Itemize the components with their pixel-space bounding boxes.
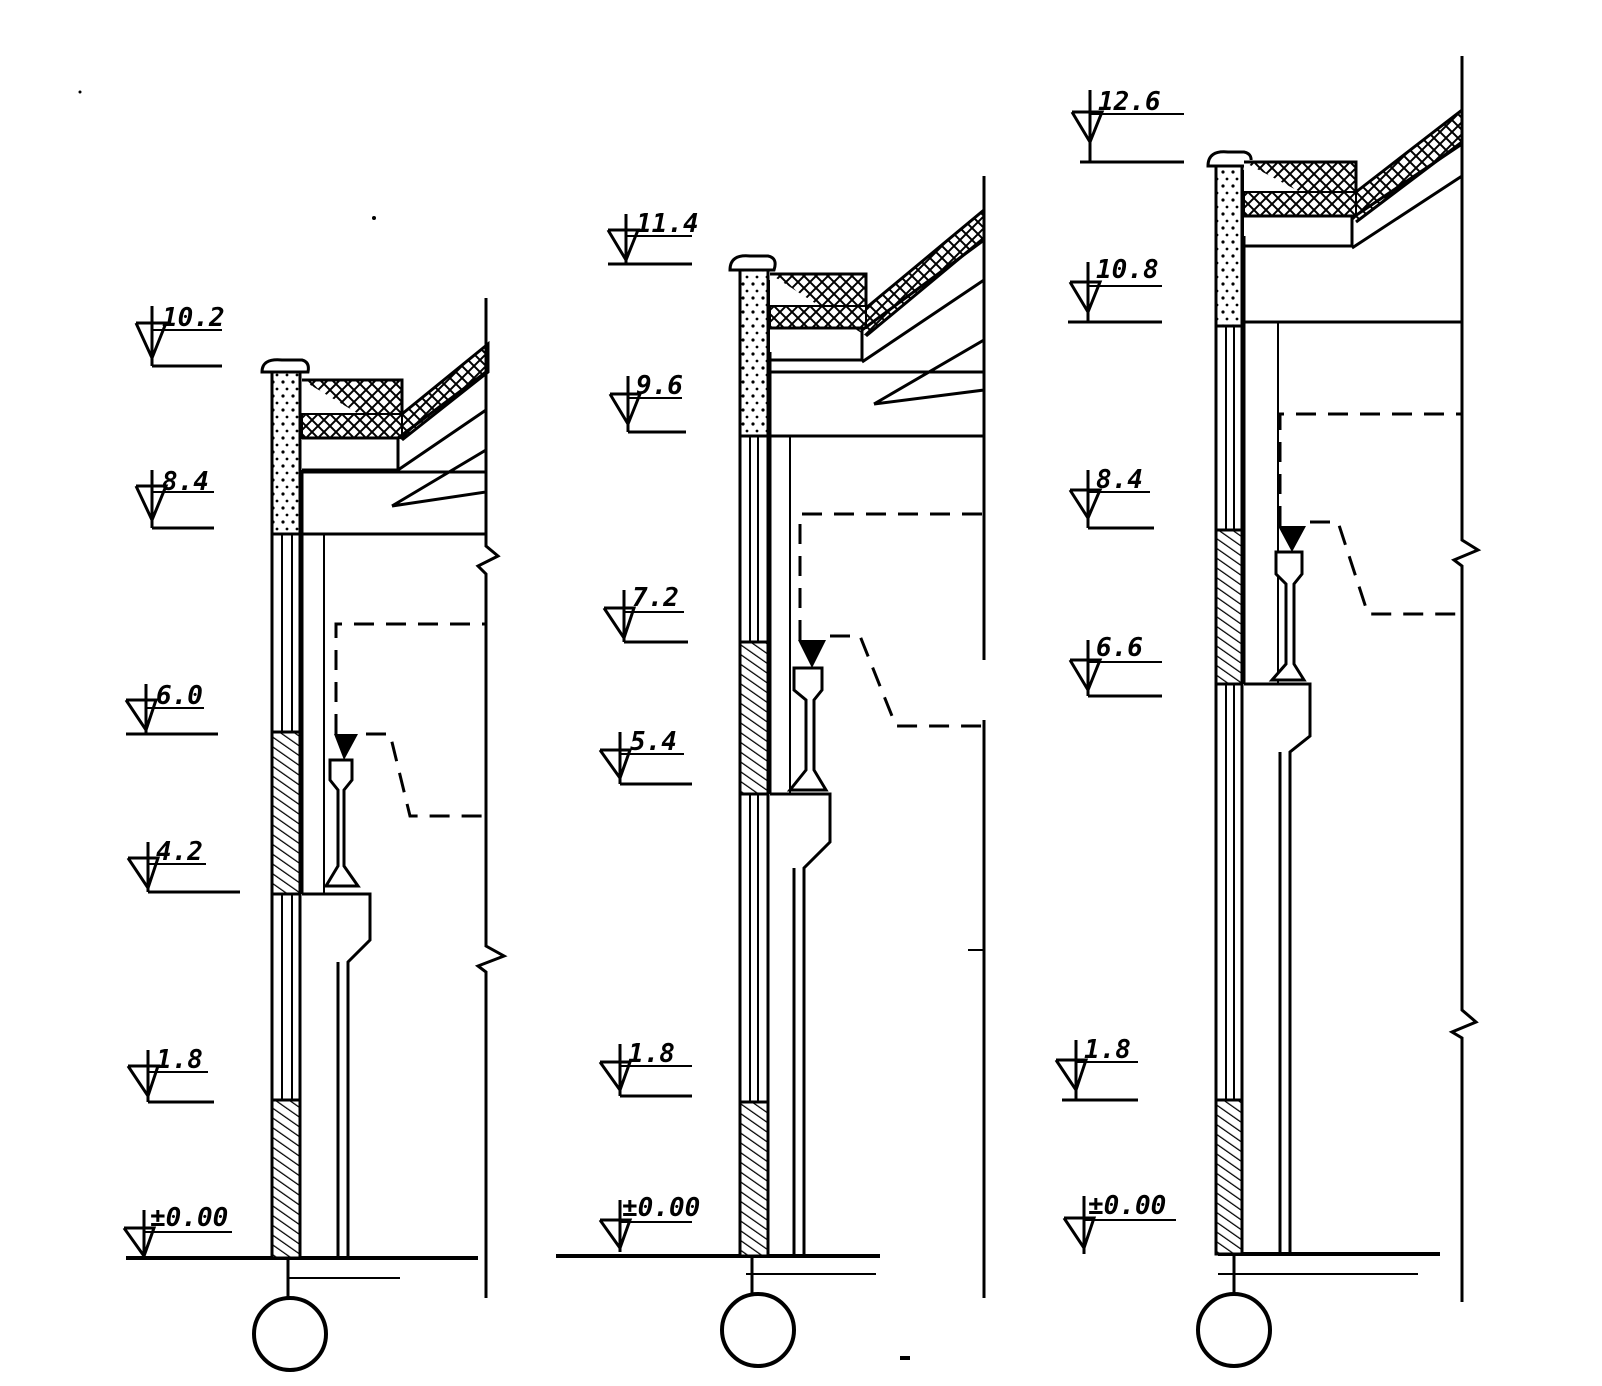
crane-beam — [1268, 550, 1307, 682]
elevation-marker-2: 10.8 — [1068, 255, 1162, 324]
wall-section-2: 11.4 9.6 7.2 5.4 1.8 — [556, 176, 986, 1368]
elevation-label: 4.2 — [156, 837, 203, 867]
elevation-marker-3: 7.2 — [602, 583, 688, 644]
elevation-label: 9.6 — [636, 371, 683, 401]
brick-parapet — [738, 268, 770, 438]
brick-parapet — [270, 370, 302, 536]
crane-outline-lower — [366, 732, 486, 818]
elevation-label: 5.4 — [630, 727, 677, 757]
parapet-coping — [728, 254, 777, 272]
crane-outline-lower — [1310, 520, 1462, 616]
lower-window — [270, 892, 302, 1102]
crane-beam — [323, 758, 361, 888]
crane-rail — [1278, 526, 1306, 552]
elevation-label: ±0.00 — [150, 1203, 228, 1233]
brick-wall-mid — [270, 730, 302, 896]
brick-wall-base — [738, 1100, 770, 1258]
axis-bubble — [1196, 1292, 1272, 1368]
upper-window — [270, 532, 302, 734]
axis-bubble — [252, 1296, 328, 1372]
elevation-marker-2: 8.4 — [134, 467, 214, 530]
elevation-label: 6.6 — [1096, 633, 1143, 663]
roof-insulation — [302, 340, 490, 442]
speck — [372, 216, 376, 220]
upper-window — [1214, 324, 1244, 532]
elevation-marker-1: 10.2 — [134, 303, 225, 368]
roof-truss — [770, 238, 986, 406]
brick-wall-mid — [1214, 528, 1244, 686]
elevation-marker-1: 12.6 — [1070, 87, 1184, 164]
crane-outline-lower — [830, 634, 984, 728]
crane-beam — [786, 666, 829, 792]
elevation-label: 12.6 — [1098, 87, 1161, 117]
elevation-label: 1.8 — [156, 1045, 203, 1075]
speck — [78, 90, 82, 94]
elevation-marker-6: ±0.00 — [598, 1193, 700, 1252]
crane-outline-upper — [1278, 412, 1462, 526]
elevation-label: 8.4 — [162, 467, 209, 497]
elevation-marker-1: 11.4 — [606, 209, 699, 266]
elevation-label: 11.4 — [636, 209, 699, 239]
parapet-coping — [260, 358, 310, 374]
elevation-marker-5: 1.8 — [126, 1045, 214, 1104]
brick-wall-base — [270, 1098, 302, 1260]
brick-parapet — [1214, 164, 1244, 328]
crane-rail — [798, 640, 826, 668]
elevation-marker-4: 6.6 — [1068, 633, 1162, 698]
axis-bubble — [720, 1292, 796, 1368]
crane-outline-upper — [334, 622, 486, 734]
elevation-marker-2: 9.6 — [608, 371, 686, 434]
crane-rail — [334, 734, 358, 760]
break-line — [474, 298, 508, 1298]
upper-window — [738, 434, 770, 644]
brick-wall-mid — [738, 640, 770, 796]
wall-section-1: 10.2 8.4 6.0 4.2 1.8 — [122, 298, 508, 1372]
crane-outline-upper — [798, 512, 984, 640]
elevation-label: ±0.00 — [622, 1193, 700, 1223]
column-corbel — [1244, 682, 1312, 1254]
speck — [900, 1356, 910, 1360]
elevation-marker-3: 8.4 — [1068, 465, 1154, 530]
elevation-marker-3: 6.0 — [124, 681, 218, 736]
roof-truss — [1244, 142, 1463, 324]
elevation-marker-5: 1.8 — [598, 1039, 692, 1098]
elevation-label: ±0.00 — [1088, 1191, 1166, 1221]
brick-wall-base — [1214, 1098, 1244, 1256]
lower-window — [738, 792, 770, 1104]
column-corbel — [770, 792, 832, 1256]
elevation-label: 1.8 — [1084, 1035, 1131, 1065]
elevation-marker-6: ±0.00 — [122, 1203, 232, 1260]
elevation-marker-4: 5.4 — [598, 727, 692, 786]
elevation-label: 1.8 — [628, 1039, 675, 1069]
column-corbel — [302, 892, 372, 1258]
elevation-label: 10.2 — [162, 303, 225, 333]
elevation-marker-4: 4.2 — [126, 837, 240, 894]
elevation-label: 7.2 — [632, 583, 679, 613]
elevation-marker-5: 1.8 — [1054, 1035, 1138, 1102]
elevation-label: 6.0 — [156, 681, 203, 711]
elevation-label: 10.8 — [1096, 255, 1159, 285]
break-line — [1448, 56, 1482, 1302]
elevation-marker-6: ±0.00 — [1062, 1191, 1176, 1254]
lower-window — [1214, 682, 1244, 1102]
wall-section-3: 12.6 10.8 8.4 6.6 1.8 — [1054, 56, 1482, 1368]
elevation-label: 8.4 — [1096, 465, 1143, 495]
